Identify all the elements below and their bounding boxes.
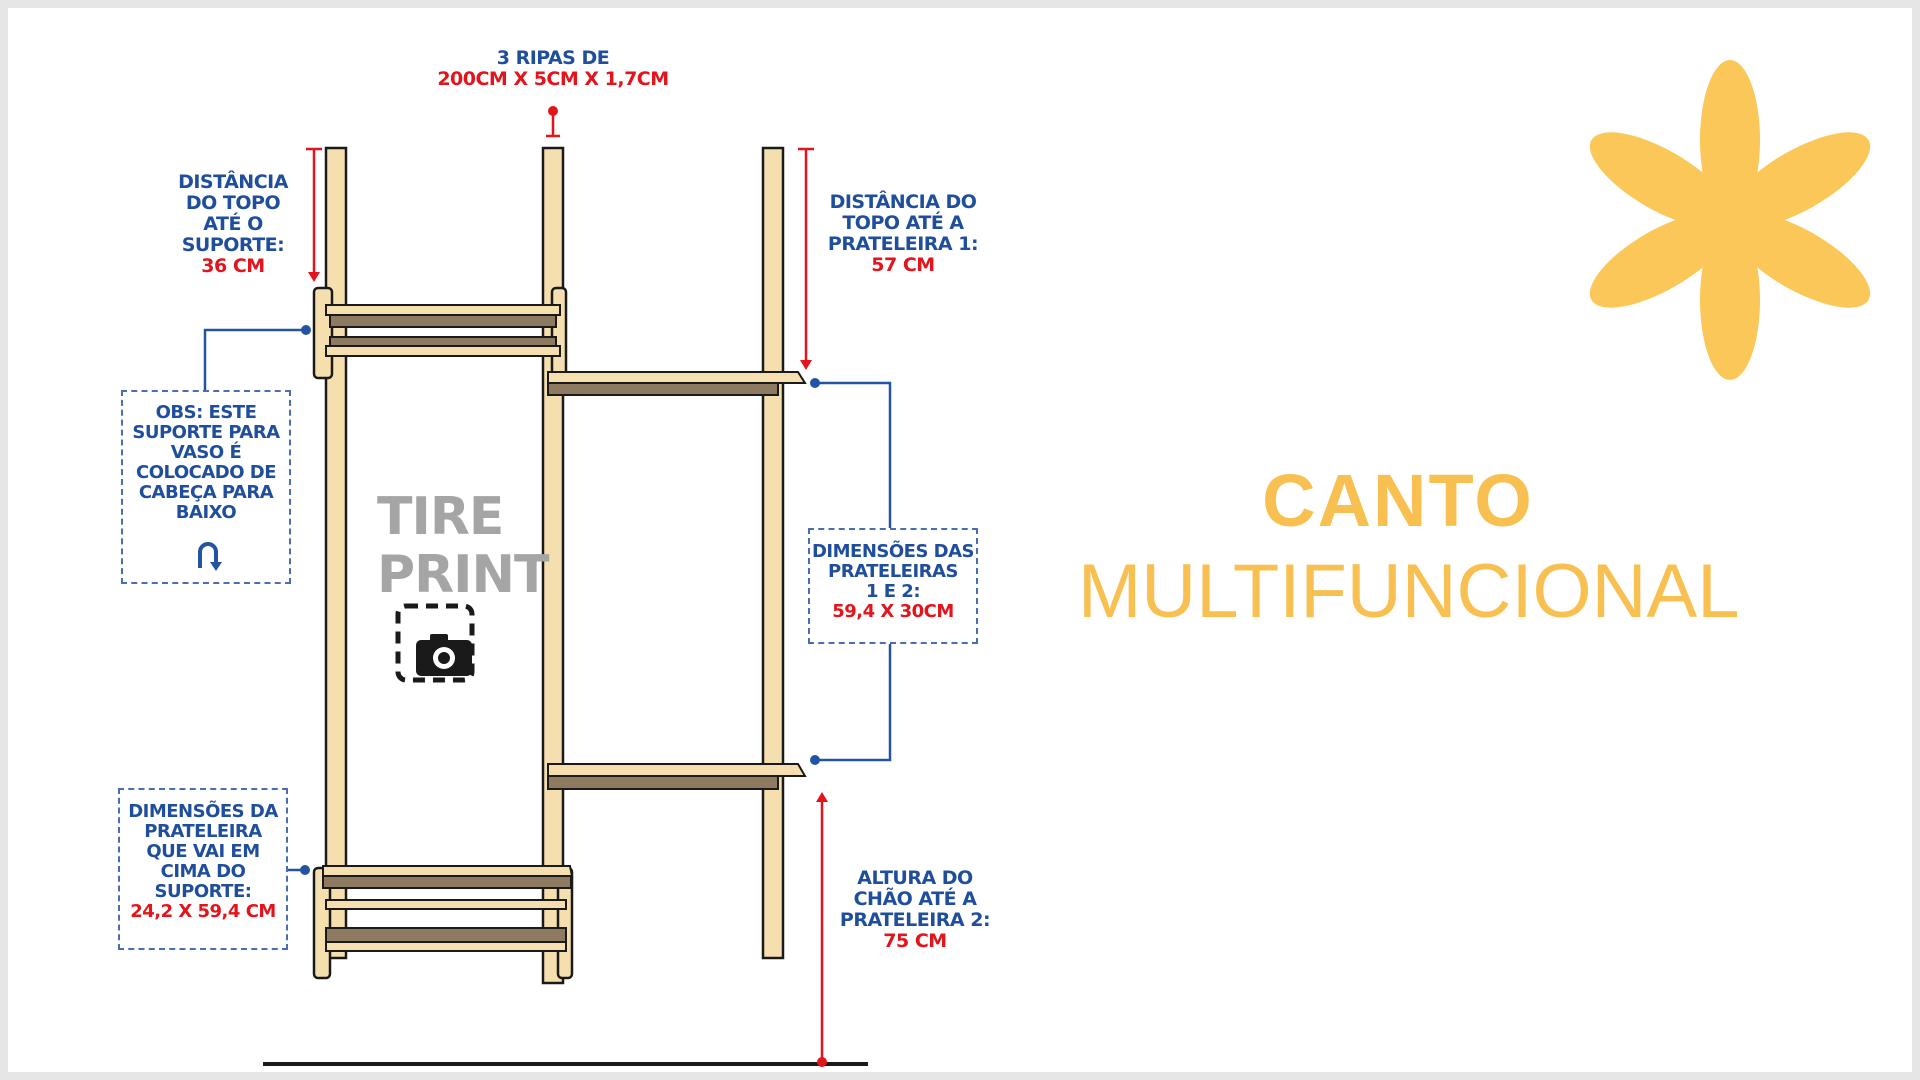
label-line: CHÃO ATÉ A [853, 888, 977, 910]
label-line: CABEÇA PARA [138, 482, 274, 503]
diagram-page: 3 RIPAS DE 200CM X 5CM X 1,7CM DISTÂNCIA… [8, 8, 1912, 1072]
label-value: 36 CM [201, 255, 265, 277]
connector-shelf-dims [810, 378, 892, 765]
label-line: DISTÂNCIA DO [829, 191, 977, 213]
label-line: PRATELEIRA 2: [839, 909, 991, 931]
label-line: COLOCADO DE [135, 462, 277, 483]
label-line: ALTURA DO [857, 867, 973, 889]
label-line: VASO É [170, 442, 242, 463]
label-line: TOPO ATÉ A [842, 212, 964, 234]
obs-note-text: OBS: ESTE SUPORTE PARA VASO É COLOCADO D… [121, 403, 291, 523]
label-line: PRATELEIRAS [828, 561, 958, 582]
top-to-support-label: DISTÂNCIA DO TOPO ATÉ O SUPORTE: 36 CM [148, 172, 318, 277]
label-line: DISTÂNCIA [178, 171, 288, 193]
top-ripas-label: 3 RIPAS DE 200CM X 5CM X 1,7CM [388, 48, 718, 90]
label-line: QUE VAI EM [146, 841, 260, 862]
shelf-1 [547, 371, 807, 396]
label-line: PRATELEIRA [144, 821, 262, 842]
label-value: 75 CM [883, 930, 947, 952]
label-line: DIMENSÕES DAS [811, 541, 975, 562]
support-shelf-box [118, 788, 288, 950]
upper-support [312, 286, 568, 380]
dim-top-to-shelf1 [798, 147, 814, 370]
label-line: SUPORTE: [181, 234, 285, 256]
floor-to-shelf2-label: ALTURA DO CHÃO ATÉ A PRATELEIRA 2: 75 CM [820, 868, 1010, 952]
label-line: 1 E 2: [865, 581, 921, 602]
label-line: CIMA DO [160, 861, 246, 882]
label-line: DO TOPO [185, 192, 281, 214]
label-value: 24,2 X 59,4 CM [130, 901, 276, 922]
dim-top-to-support [306, 147, 322, 282]
title-multifuncional: MULTIFUNCIONAL [1078, 549, 1740, 634]
shelf-dimensions-box [808, 528, 978, 644]
lower-support [312, 865, 574, 980]
top-label-line: 3 RIPAS DE [496, 47, 610, 69]
dim-floor-to-shelf2 [816, 792, 828, 1067]
tire-print-watermark: TIRE PRINT [377, 488, 557, 604]
title-canto: CANTO [1262, 459, 1534, 542]
label-line: DIMENSÕES DA [128, 801, 278, 822]
watermark-line: TIRE [377, 487, 504, 547]
upright-left [324, 146, 348, 960]
label-line: SUPORTE: [154, 881, 252, 902]
upright-right [761, 146, 785, 960]
label-line: ATÉ O [203, 213, 263, 235]
shelf-dimensions-text: DIMENSÕES DAS PRATELEIRAS 1 E 2: 59,4 X … [808, 542, 978, 622]
furniture-drawing [203, 60, 1871, 1067]
dim-top-marker [546, 106, 560, 138]
watermark-line: PRINT [377, 545, 550, 605]
screenshot-camera-icon [395, 603, 475, 683]
top-label-value: 200CM X 5CM X 1,7CM [437, 68, 669, 90]
top-to-shelf1-label: DISTÂNCIA DO TOPO ATÉ A PRATELEIRA 1: 57… [808, 192, 998, 276]
connector-obs [203, 325, 311, 390]
flower-icon [1589, 60, 1871, 380]
label-value: 59,4 X 30CM [832, 601, 954, 622]
label-line: OBS: ESTE [155, 402, 257, 423]
label-value: 57 CM [871, 254, 935, 276]
connector-support-shelf [288, 865, 310, 875]
shelf-2 [547, 763, 807, 790]
label-line: SUPORTE PARA [132, 422, 280, 443]
support-shelf-text: DIMENSÕES DA PRATELEIRA QUE VAI EM CIMA … [118, 802, 288, 922]
label-line: PRATELEIRA 1: [827, 233, 979, 255]
u-turn-down-arrow-icon [198, 542, 222, 571]
obs-note-box [121, 390, 291, 584]
label-line: BAIXO [175, 502, 237, 523]
